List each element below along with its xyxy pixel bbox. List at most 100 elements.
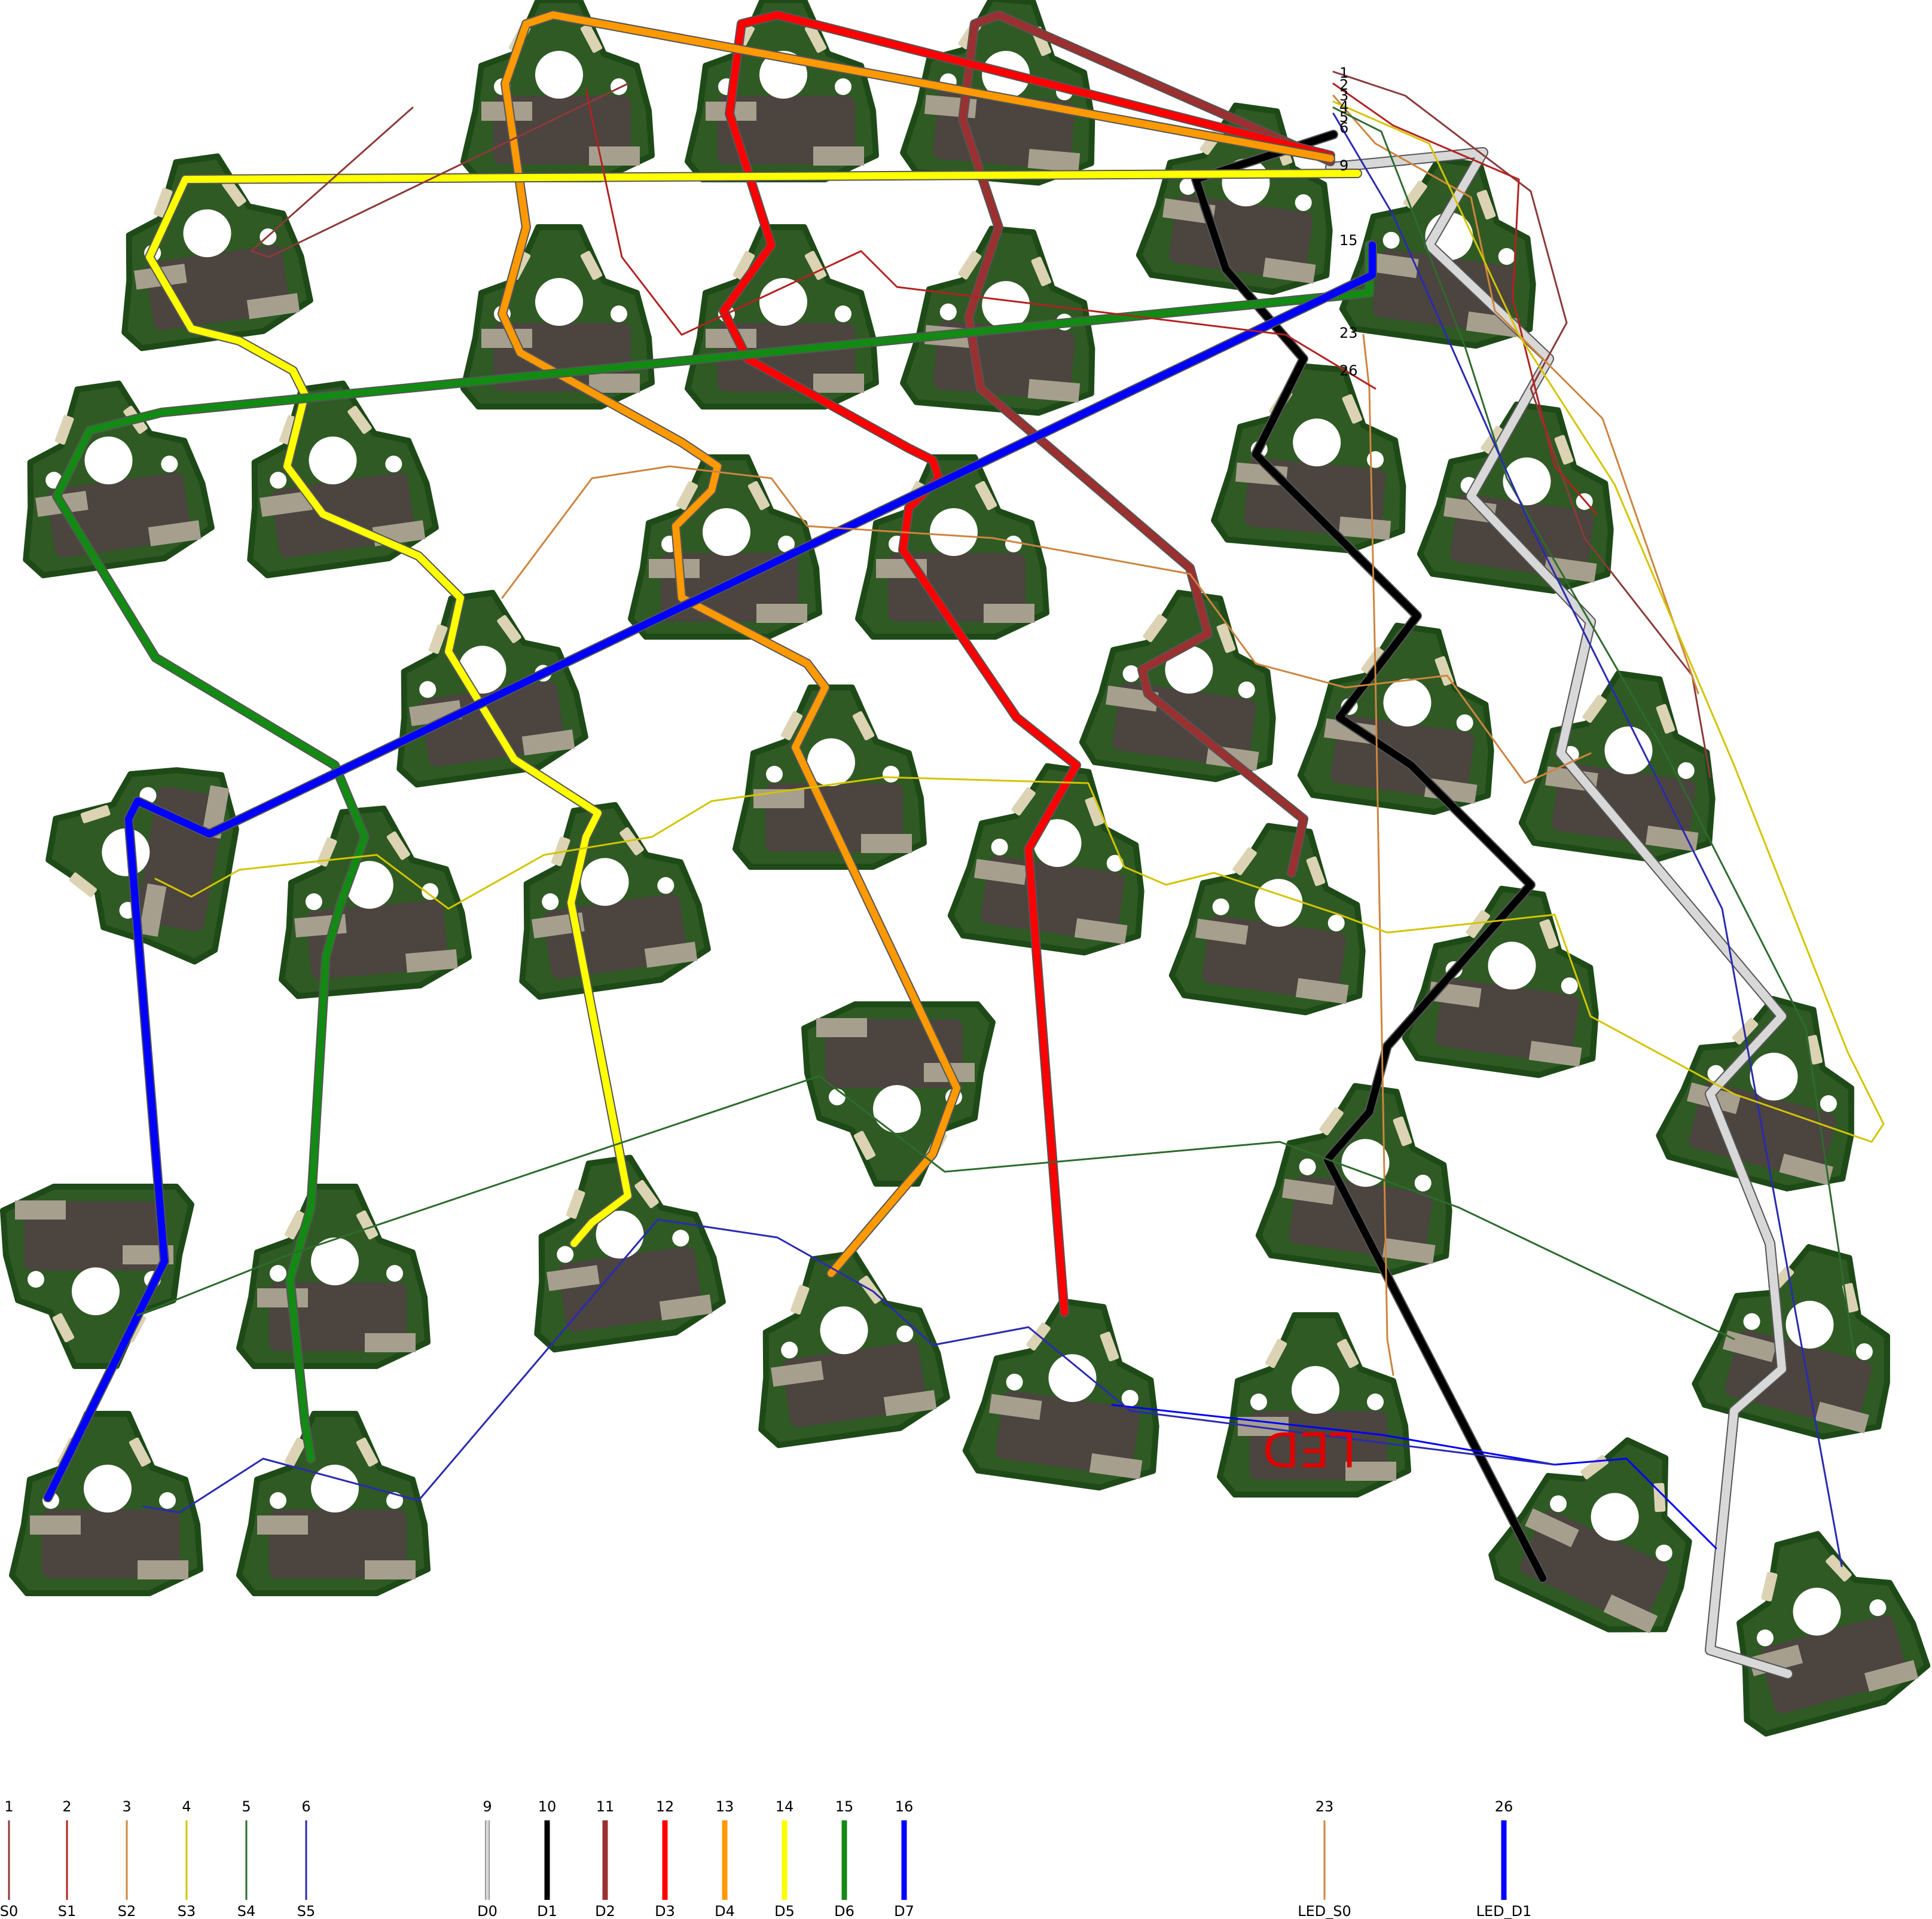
wire-d3 [720,11,1334,1316]
wire-d7 [44,242,1376,1501]
wire-s0 [250,82,629,258]
key-footprint [45,767,239,965]
legend-entry: 9D0 [477,1798,498,1919]
key-footprint [685,0,879,182]
wire-s4 [1332,106,1855,1352]
key-footprint [801,1001,996,1187]
connector-pin-label: 15 [1339,232,1358,249]
legend-number: 12 [656,1798,674,1815]
key-footprint [1417,401,1614,594]
key-footprint [1736,1531,1931,1737]
key-footprint [962,1298,1159,1491]
wire-s3 [1332,100,1885,1143]
legend-entry: 1S0 [0,1798,18,1919]
wire-s1 [1332,82,1598,515]
legend-number: 26 [1495,1798,1513,1815]
wire-d4 [499,11,1334,1277]
led-silkscreen-label: LED [1263,1421,1357,1477]
legend-name: D1 [537,1903,557,1919]
legend-number: 23 [1316,1798,1334,1815]
wire-d6 [53,242,1373,1462]
legend-name: D7 [894,1903,914,1919]
connector-pin-label: 26 [1339,362,1358,379]
connector-pin-label: 6 [1339,120,1348,136]
key-footprints [0,0,1931,1737]
key-footprint [396,589,588,788]
connector-pin-label: 23 [1339,325,1358,341]
legend-number: 15 [835,1798,854,1815]
wire-s2 [501,465,1592,784]
legend-name: S5 [297,1903,316,1919]
wire-s0 [1332,71,1711,778]
connector-pin-label: 2 [1339,77,1348,93]
key-footprint [628,454,822,640]
key-footprint [1518,670,1716,863]
legend-name: D3 [655,1903,675,1919]
legend-number: 6 [301,1798,310,1815]
key-footprint [519,802,711,1000]
key-footprint [460,224,655,410]
key-footprint [9,1411,203,1596]
key-footprint [1211,363,1406,554]
key-footprint [732,685,927,870]
legend-number: 16 [895,1798,914,1815]
connector-pin-label: 4 [1339,98,1348,115]
legend-name: S2 [118,1903,136,1919]
key-footprint [947,763,1144,956]
legend-number: 13 [716,1798,734,1815]
legend-number: 10 [538,1798,557,1815]
key-footprint [236,1184,431,1369]
legend-entry: 3S2 [118,1798,136,1919]
wire-s4 [136,1075,1735,1340]
connector-pin-label: 1 [1339,65,1348,81]
legend-entry: 5S4 [237,1798,256,1919]
wire-s5 [142,1218,1556,1514]
legend-number: 11 [596,1798,615,1815]
legend-number: 9 [483,1798,492,1815]
key-footprint [758,1250,950,1449]
legend-entry: 2S1 [58,1798,77,1919]
wire-s1 [585,88,1376,390]
wire-led-s0 [1362,334,1394,1376]
wire-s2 [1332,94,1699,695]
legend-name: D2 [595,1903,615,1919]
legend-name: S3 [178,1903,196,1919]
key-footprint [1168,823,1366,1016]
legend-name: LED_S0 [1298,1903,1351,1919]
legend-name: S4 [237,1903,256,1919]
legend-name: D0 [477,1903,498,1919]
key-footprint [236,1411,431,1596]
key-footprint [534,1154,726,1353]
wire-s3 [154,776,1873,1143]
legend-name: D5 [774,1903,795,1919]
wire-d1 [1192,131,1546,1582]
legend-name: S0 [0,1903,18,1919]
legend-name: D4 [715,1903,735,1919]
legend-entry: 6S5 [297,1798,316,1919]
legend-name: D6 [834,1903,854,1919]
wire-d0 [1326,148,1792,1678]
legend-number: 14 [776,1798,794,1815]
connector-pin-label: 3 [1339,87,1348,104]
wire-s5 [1332,112,1843,1567]
wire-d5 [146,170,1361,1247]
wire-traces [43,10,1885,1679]
key-footprint [1692,1244,1890,1440]
connector-pin-label: 5 [1339,109,1348,126]
legend-number: 1 [4,1798,13,1815]
legend-number: 2 [62,1798,71,1815]
legend-name: LED_D1 [1476,1903,1532,1919]
legend-entry: 4S3 [178,1798,196,1919]
wire-d2 [959,11,1334,876]
